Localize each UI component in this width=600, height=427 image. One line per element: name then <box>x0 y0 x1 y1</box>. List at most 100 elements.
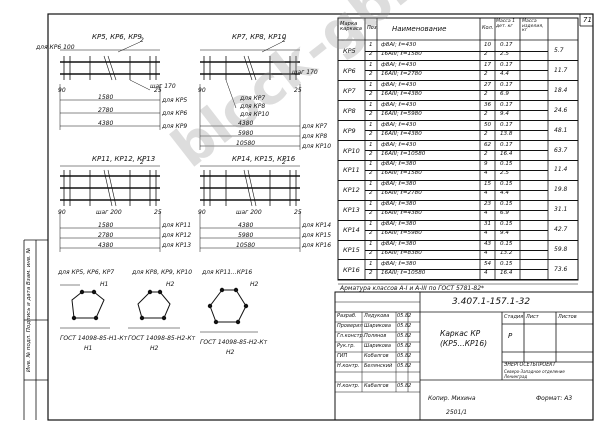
row-subdivider <box>365 50 548 52</box>
dim-label-kr6: для КР6 <box>162 110 188 117</box>
row-qty: 62 <box>484 141 492 148</box>
row-pos: 2 <box>369 130 373 137</box>
node-label: Н2 <box>250 281 259 288</box>
row-mass: 0.17 <box>500 81 513 88</box>
sheets-label: Листов <box>558 314 577 320</box>
row-mass: 0.17 <box>500 141 513 148</box>
header-total: Масса изделия, кг <box>522 19 544 34</box>
pos-marker: 2 <box>282 159 286 166</box>
signature-date: 05.82 <box>397 363 412 369</box>
signature-name: Лядукова <box>364 313 390 319</box>
pos-marker: 2 <box>140 159 144 166</box>
row-mark: КР10 <box>343 146 360 155</box>
drawing-title-line1: Каркас КР <box>440 329 481 338</box>
row-divider <box>338 179 578 181</box>
row-pos: 2 <box>369 51 373 57</box>
row-mark: КР16 <box>343 265 360 274</box>
row-pos: 1 <box>369 101 373 108</box>
row-mark: КР6 <box>343 66 356 75</box>
stage-label: Стадия <box>504 314 524 320</box>
row-mass: 0.17 <box>500 42 513 48</box>
row-pos: 2 <box>369 230 373 237</box>
row-mark: КР12 <box>343 186 360 195</box>
gost-c: ГОСТ 14098-85-Н2-Кт <box>200 339 268 346</box>
row-name: 16АIII; ℓ=2780 <box>381 190 422 197</box>
row-pos: 1 <box>369 241 373 247</box>
pos-marker: 2 <box>140 37 144 44</box>
row-mass: 0.17 <box>500 101 513 108</box>
row-pos: 1 <box>369 201 373 208</box>
row-pos: 2 <box>369 190 373 197</box>
row-pos: 1 <box>369 42 373 48</box>
row-name: ф8АI; ℓ=430 <box>381 42 417 48</box>
row-name: 16АIII; ℓ=1580 <box>381 170 422 177</box>
row-total: 11.4 <box>554 166 568 174</box>
row-subdivider <box>365 110 548 112</box>
gost-b: ГОСТ 14098-85-Н2-Кт <box>128 335 196 342</box>
row-mass: 9.4 <box>500 230 509 237</box>
row-name: 16АIII; ℓ=8380 <box>381 250 422 256</box>
row-total: 31.1 <box>554 206 568 214</box>
row-pos: 1 <box>369 181 373 188</box>
row-pos: 2 <box>369 150 373 157</box>
signature-role: Рук.гр. <box>337 343 355 349</box>
row-total: 18.4 <box>554 86 568 94</box>
signature-role: Н.контр. <box>337 363 360 369</box>
row-mass: 0.15 <box>500 201 513 208</box>
row-qty: 43 <box>484 241 492 247</box>
row-divider <box>338 60 578 62</box>
row-mass: 0.15 <box>500 161 513 168</box>
dim-kr5: 1580 <box>98 94 114 101</box>
dim-label-kr16: для КР16 <box>302 242 332 249</box>
copied-by: Копир. Михина <box>428 395 476 402</box>
row-mass: 0.15 <box>500 260 513 267</box>
dim-kr15: 5980 <box>238 232 254 239</box>
row-name: ф8АI; ℓ=380 <box>381 221 417 228</box>
row-name: ф8АI; ℓ=380 <box>381 181 417 188</box>
node-label: Н1 <box>84 345 93 352</box>
row-subdivider <box>365 169 548 171</box>
side-stamp: Инв. № подл. Подпись и дата Взам. инв. № <box>26 247 32 372</box>
row-subdivider <box>365 70 548 72</box>
row-pos: 1 <box>369 161 373 168</box>
row-mark: КР13 <box>343 206 360 215</box>
pitch-label: шаг 170 <box>150 83 176 90</box>
dim-label-kr10: для КР10 <box>302 143 332 150</box>
header-mass: Масса 1 дет. кг <box>496 19 516 29</box>
row-subdivider <box>365 130 548 132</box>
row-qty: 4 <box>484 190 488 197</box>
row-mark: КР14 <box>343 226 360 235</box>
signature-role: Разраб. <box>337 313 357 319</box>
dim-kr11: 1580 <box>98 222 114 229</box>
bottom-code: 2501/1 <box>446 409 468 416</box>
row-qty: 4 <box>484 250 488 256</box>
row-divider <box>338 120 578 122</box>
row-pos: 2 <box>369 269 373 276</box>
row-mass: 2.5 <box>500 170 509 177</box>
row-qty: 54 <box>484 260 492 267</box>
row-name: ф8АI; ℓ=430 <box>381 101 417 108</box>
row-mass: 6.9 <box>500 210 509 217</box>
row-total: 24.6 <box>554 106 568 114</box>
row-qty: 27 <box>484 81 492 88</box>
tab-label: для КР6 100 <box>36 44 75 51</box>
signature-name: Белянский <box>364 363 393 369</box>
row-name: 16АIII; ℓ=5980 <box>381 110 422 117</box>
row-name: ф8АI; ℓ=380 <box>381 201 417 208</box>
stage-value: Р <box>508 332 513 340</box>
row-qty: 2 <box>484 110 488 117</box>
document-code: 3.407.1-157.1-32 <box>452 297 531 307</box>
row-qty: 2 <box>484 150 488 157</box>
row-total: 19.8 <box>554 186 568 194</box>
row-mass: 16.4 <box>500 269 513 276</box>
row-name: ф8АI; ℓ=430 <box>381 141 417 148</box>
signature-date: 05.82 <box>397 323 412 329</box>
pos-marker: 2 <box>282 37 286 44</box>
view-header-kr5: КР5, КР6, КР9 <box>92 33 142 41</box>
row-pos: 1 <box>369 121 373 128</box>
dim-label-kr5: для КР5 <box>162 97 188 104</box>
row-name: 16АIII; ℓ=10580 <box>381 269 426 276</box>
view-header-kr11: КР11, КР12, КР13 <box>92 155 156 163</box>
